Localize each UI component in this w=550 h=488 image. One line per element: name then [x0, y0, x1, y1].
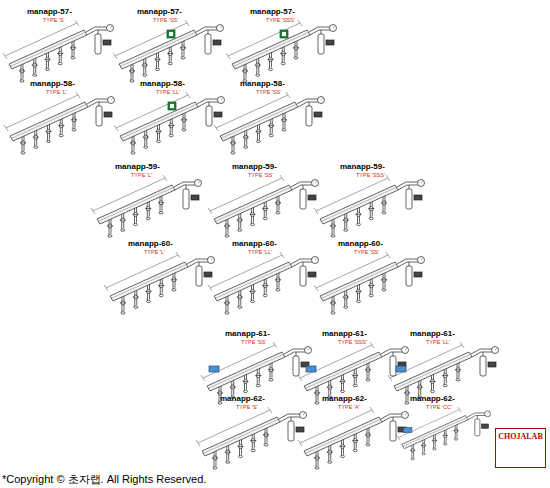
manifold-drawing [114, 92, 225, 154]
model-number: manapp-61- [225, 330, 270, 339]
model-number: manapp-58- [30, 80, 75, 89]
model-number: manapp-60- [128, 240, 173, 249]
model-number: manapp-57- [137, 8, 182, 17]
model-number: manapp-58- [140, 80, 185, 89]
model-number: manapp-60- [232, 240, 277, 249]
manifold-drawing [298, 407, 409, 469]
type-label: TYPE 'SS' [248, 172, 273, 178]
manifold-drawing [104, 252, 215, 314]
manifold-drawing [3, 20, 114, 82]
manifold-drawing [397, 407, 491, 460]
manifold-drawing [208, 175, 319, 237]
type-label: TYPE 'S' [43, 17, 65, 23]
copyright-caption: *Copyright © 초자랩. All Rights Reserved. [2, 472, 206, 487]
manifold-drawing [388, 342, 499, 404]
manifold-drawing [91, 175, 202, 237]
model-number: manapp-57- [250, 8, 295, 17]
model-number: manapp-59- [115, 163, 160, 172]
type-label: TYPE 'LL' [426, 339, 450, 345]
model-number: manapp-59- [340, 163, 385, 172]
model-number: manapp-57- [27, 8, 72, 17]
model-number: manapp-60- [338, 240, 383, 249]
manifold-drawing [113, 20, 224, 82]
type-label: TYPE 'CC' [426, 404, 452, 410]
type-label: TYPE 'SSS' [338, 339, 367, 345]
type-label: TYPE 'L' [144, 249, 165, 255]
model-number: manapp-59- [232, 163, 277, 172]
manifold-drawing [208, 252, 319, 314]
type-label: TYPE 'L' [131, 172, 152, 178]
model-number: manapp-62- [410, 395, 455, 404]
type-label: TYPE 'SSS' [356, 172, 385, 178]
manifold-drawing [314, 252, 425, 314]
model-number: manapp-58- [240, 80, 285, 89]
type-label: TYPE 'SS' [256, 89, 281, 95]
manifold-drawing [214, 92, 325, 154]
type-label: TYPE 'LL' [248, 249, 272, 255]
type-label: TYPE 'SS' [354, 249, 379, 255]
type-label: TYPE 'S' [236, 404, 258, 410]
logo-box: CHOJALAB [495, 428, 546, 468]
manifold-drawing [4, 92, 115, 154]
manifold-drawing [201, 342, 312, 404]
manifold-drawing [226, 20, 337, 82]
type-label: TYPE 'LL' [156, 89, 180, 95]
type-label: TYPE 'SS' [153, 17, 178, 23]
type-label: TYPE 'SS' [241, 339, 266, 345]
type-label: TYPE 'L' [46, 89, 67, 95]
logo-text: CHOJALAB [496, 432, 545, 441]
model-number: manapp-62- [322, 395, 367, 404]
type-label: TYPE 'SSS' [266, 17, 295, 23]
model-number: manapp-61- [322, 330, 367, 339]
manifold-drawing [298, 342, 409, 404]
manifold-drawing [314, 175, 425, 237]
type-label: TYPE 'A' [338, 404, 360, 410]
manifold-drawing [196, 407, 307, 469]
model-number: manapp-62- [220, 395, 265, 404]
model-number: manapp-61- [410, 330, 455, 339]
